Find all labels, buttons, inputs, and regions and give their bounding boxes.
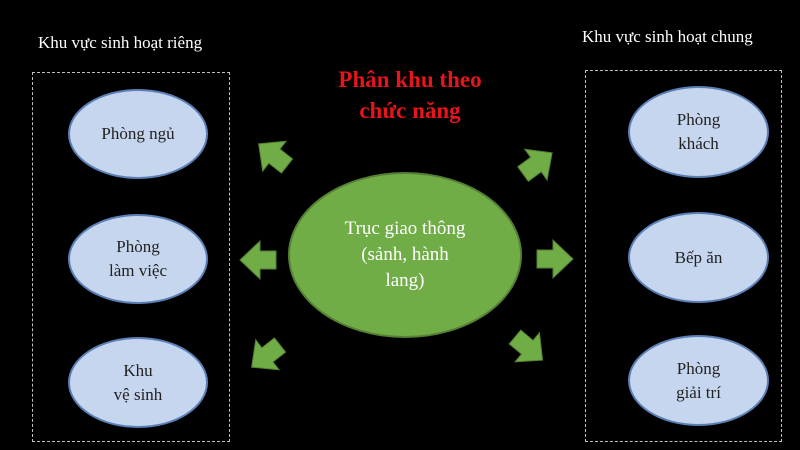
center-label-line: Trục giao thông — [344, 218, 466, 239]
right-zone-label: Khu vực sinh hoạt chung — [582, 27, 753, 46]
node-label-line: Phòng ngủ — [101, 124, 175, 143]
node-bep-an: Bếp ăn — [628, 212, 769, 303]
node-khu-ve-sinh: Khu vệ sinh — [68, 337, 208, 428]
left-zone-box — [32, 72, 230, 442]
node-label-line: Phòng — [676, 358, 721, 378]
node-label-line: Phòng — [676, 110, 721, 129]
arrow-lower-left — [239, 329, 293, 383]
title-line-1: Phân khu theo — [338, 67, 482, 92]
node-label-line: vệ sinh — [113, 384, 163, 404]
center-node: Trục giao thông (sảnh, hành lang) — [288, 172, 522, 338]
node-phong-lam-viec: Phòng làm việc — [68, 214, 208, 304]
node-label-line: Khu — [123, 360, 153, 380]
arrow-upper-right — [511, 136, 564, 190]
node-phong-ngu: Phòng ngủ — [68, 89, 208, 179]
title-line-2: chức năng — [359, 98, 461, 123]
node-phong-khach: Phòng khách — [628, 86, 769, 178]
arrow-lower-right — [502, 321, 556, 376]
diagram-title: Phân khu theo chức năng — [290, 64, 530, 126]
left-zone-label: Khu vực sinh hoạt riêng — [38, 33, 203, 52]
node-label-line: giải trí — [676, 382, 721, 402]
node-label-line: Phòng — [116, 237, 160, 256]
node-label-line: làm việc — [108, 261, 168, 280]
arrow-left — [239, 240, 277, 280]
arrow-right — [536, 239, 574, 279]
center-label-line: lang) — [385, 270, 425, 291]
center-label-line: (sảnh, hành — [361, 244, 449, 265]
right-zone-box — [585, 70, 782, 442]
arrow-upper-left — [246, 128, 300, 182]
node-label-line: Bếp ăn — [674, 247, 723, 267]
node-label-line: khách — [678, 134, 719, 153]
node-phong-giai-tri: Phòng giải trí — [628, 335, 769, 426]
